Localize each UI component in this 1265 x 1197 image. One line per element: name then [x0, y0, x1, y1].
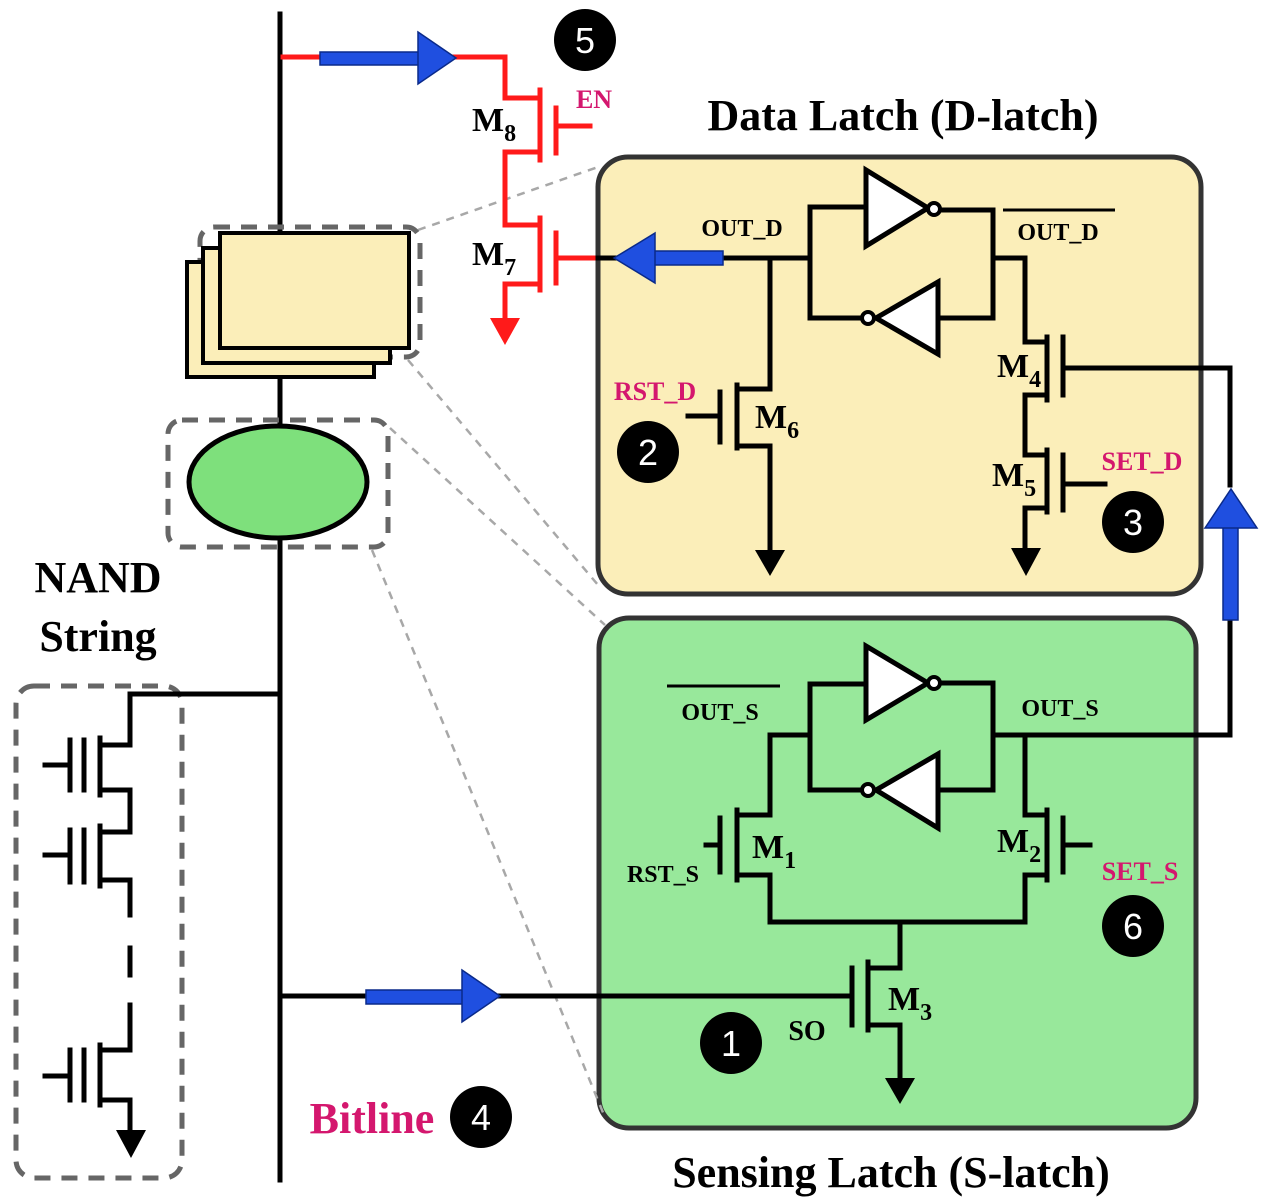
- m6-label: M6: [755, 399, 799, 444]
- m7-label: M7: [472, 236, 516, 281]
- m8-to-m7: [502, 149, 543, 228]
- out-s-wire: [990, 617, 1233, 738]
- step-badge-2: 2: [617, 421, 679, 483]
- blue-arrow-en: [319, 30, 458, 86]
- d-loop-left: [807, 204, 865, 261]
- rst-s-label: RST_S: [627, 862, 699, 888]
- out-d-label: OUT_D: [701, 216, 782, 242]
- m2-source: [1022, 872, 1050, 925]
- out-s-bar-wire: [734, 732, 813, 818]
- set-s-label: SET_S: [1102, 857, 1179, 886]
- d-inverter-top: [863, 165, 933, 251]
- nand-title-line2: String: [39, 612, 156, 661]
- m5-label: M5: [992, 457, 1036, 502]
- s-loop-right-bottom: [937, 732, 996, 793]
- d-loop-left-bottom: [807, 255, 865, 321]
- d-loop-right-bottom: [937, 255, 996, 321]
- so-label: SO: [788, 1016, 825, 1047]
- m1-label: M1: [752, 829, 796, 874]
- nand-cell1-out: [97, 787, 133, 835]
- sensing-latch-title: Sensing Latch (S-latch): [672, 1148, 1110, 1197]
- step-4-label: 4: [471, 1097, 491, 1138]
- set-d-label: SET_D: [1102, 447, 1183, 476]
- s-loop-right-top: [937, 680, 996, 738]
- d-inverter-bottom-bubble: [860, 310, 876, 326]
- step-1-label: 1: [721, 1023, 741, 1064]
- step-badge-5: 5: [554, 9, 616, 71]
- zoom-line-data-bottom: [407, 359, 599, 586]
- m7-ground-arrow: [490, 318, 520, 345]
- step-badge-3: 3: [1102, 491, 1164, 553]
- out-d-bar-label: OUT_D: [1017, 220, 1098, 246]
- m2-label: M2: [997, 823, 1041, 868]
- data-latch-title: Data Latch (D-latch): [707, 91, 1098, 140]
- step-3-label: 3: [1123, 502, 1143, 543]
- step-5-label: 5: [575, 20, 595, 61]
- step-badge-1: 1: [700, 1012, 762, 1074]
- step-badge-6: 6: [1102, 895, 1164, 957]
- blue-arrow-so: [365, 968, 502, 1024]
- m3-ground-arrow: [885, 1078, 915, 1104]
- m4-gate-wire: [1060, 365, 1233, 488]
- nand-cell2-out: [97, 877, 133, 918]
- m3-label: M3: [888, 981, 932, 1026]
- nand-ground-arrow: [116, 1130, 146, 1158]
- out-s-label: OUT_S: [1021, 696, 1098, 722]
- m7-source: [502, 281, 543, 319]
- zoom-line-sense-top: [389, 427, 606, 626]
- nand-title-line1: NAND: [34, 553, 161, 602]
- m4-source: [1022, 392, 1050, 458]
- nand-top-wire: [97, 691, 283, 748]
- zoom-line-data-top: [417, 165, 599, 232]
- s-inverter-top: [863, 641, 933, 725]
- m6-ground-arrow: [755, 550, 785, 576]
- bitline-label: Bitline: [310, 1094, 435, 1143]
- zoom-line-sense-bottom: [370, 549, 606, 1116]
- s-loop-left-bottom: [807, 732, 865, 793]
- step-2-label: 2: [638, 432, 658, 473]
- m6-source: [734, 443, 773, 553]
- s-inverter-top-bubble: [926, 675, 942, 691]
- d-inverter-bottom: [871, 277, 941, 359]
- s-loop-left-top: [807, 681, 865, 738]
- out-d-bar-wire: [990, 255, 1028, 345]
- sensing-latch-icon: [186, 423, 370, 541]
- m3-source: [865, 1022, 903, 1081]
- blue-arrow-out-d: [612, 231, 724, 285]
- m8-label: M8: [472, 102, 516, 147]
- s-inverter-bottom-bubble: [860, 782, 876, 798]
- d-inverter-top-bubble: [926, 201, 942, 217]
- d-loop-right-top: [937, 207, 996, 261]
- nand-cell3-out: [97, 1097, 133, 1133]
- m5-ground-arrow: [1011, 548, 1041, 576]
- step-badge-4: 4: [450, 1086, 512, 1148]
- blue-arrow-out-s-up: [1203, 487, 1259, 621]
- latch-stack-front: [218, 231, 411, 350]
- m4-label: M4: [997, 348, 1041, 393]
- en-label: EN: [576, 85, 612, 114]
- s-inverter-bottom: [871, 749, 941, 833]
- nand-string-box: [13, 683, 185, 1181]
- out-s-bar-label: OUT_S: [681, 700, 758, 726]
- m5-source: [1022, 505, 1050, 551]
- step-6-label: 6: [1123, 906, 1143, 947]
- data-latch-box: [595, 154, 1204, 597]
- sensing-latch-box: [596, 615, 1199, 1131]
- m3-drain-wire: [865, 919, 903, 971]
- m2-drain-wire: [990, 732, 1050, 818]
- sensing-latch-highlight: [165, 417, 391, 550]
- rst-d-label: RST_D: [614, 377, 696, 406]
